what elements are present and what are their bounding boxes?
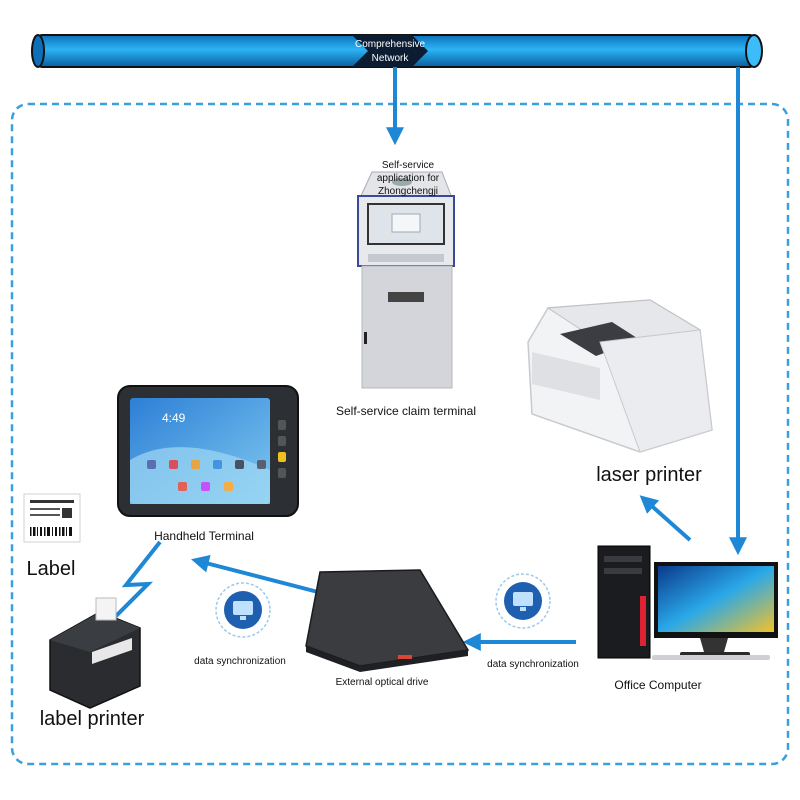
optical-drive-label: External optical drive: [335, 677, 429, 688]
sync-left-label: data synchronization: [194, 656, 286, 667]
laser-printer-label: laser printer: [596, 464, 702, 486]
office-computer: [597, 545, 778, 660]
arrow-computer-to-laser-printer: [639, 495, 692, 542]
network-title-line2: Network: [372, 53, 410, 64]
label-card: [23, 493, 81, 543]
sync-icon-right: [495, 573, 551, 629]
label-card-label: Label: [26, 558, 76, 580]
system-boundary: [10, 102, 790, 766]
handheld-terminal: 4:49: [117, 385, 299, 517]
sync-icon-left: [215, 582, 271, 638]
label-printer-label: label printer: [39, 708, 145, 730]
laser-printer: [527, 299, 713, 453]
connection-arrows: [98, 67, 747, 651]
external-optical-drive: [305, 569, 470, 672]
kiosk-label: Self-service claim terminal: [335, 404, 477, 418]
label-printer: [49, 597, 141, 709]
arrow-drive-to-handheld: [191, 554, 319, 594]
network-pipe: [31, 34, 763, 68]
office-computer-label: Office Computer: [614, 678, 702, 692]
network-title-line1: Comprehensive: [355, 39, 425, 50]
handheld-clock: 4:49: [162, 411, 186, 425]
wireless-link: [98, 540, 162, 634]
sync-right-label: data synchronization: [487, 659, 579, 670]
self-service-kiosk: [357, 171, 455, 389]
kiosk-header: Self-service application for Zhongchengj…: [376, 160, 440, 197]
handheld-label: Handheld Terminal: [154, 529, 254, 543]
